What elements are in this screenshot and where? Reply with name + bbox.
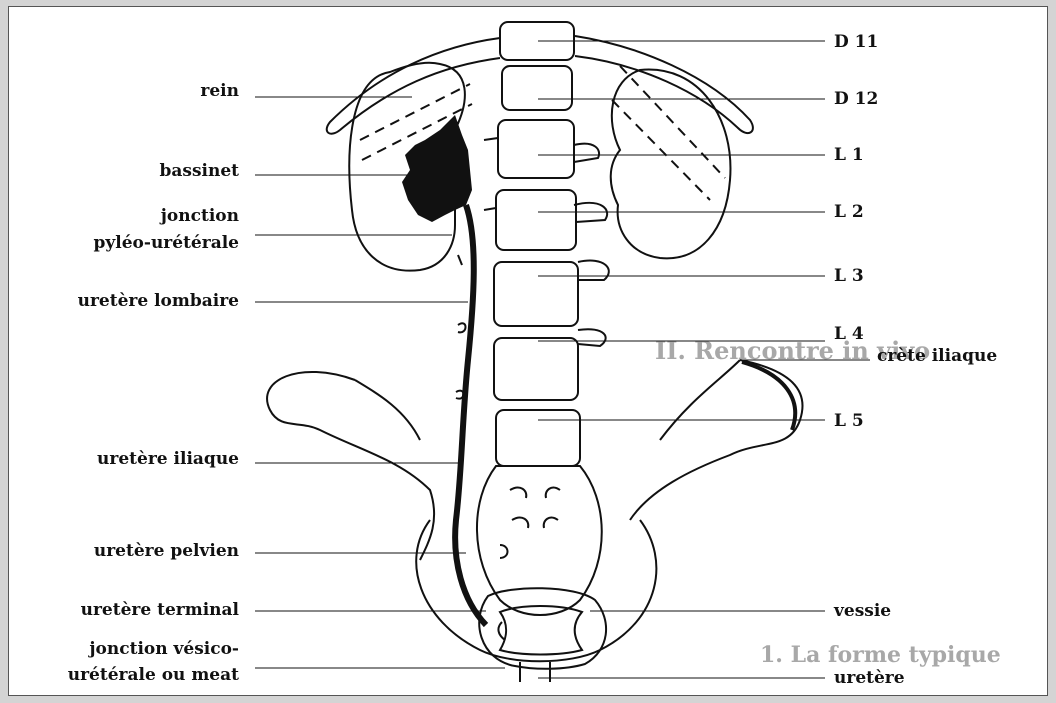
label-jonction-vesico: jonction vésico- <box>89 638 239 660</box>
label-uretere-lombaire: uretère lombaire <box>78 290 239 312</box>
right-kidney <box>611 70 731 259</box>
vertebra-l3 <box>494 262 578 326</box>
label-uretere-terminal: uretère terminal <box>81 599 239 621</box>
vertebra-l2 <box>496 190 576 250</box>
renal-pelvis <box>402 115 472 222</box>
label-uretere: uretère <box>834 667 905 689</box>
label-bassinet: bassinet <box>159 160 239 182</box>
right-rib <box>575 36 753 133</box>
vertebra-l5 <box>496 410 580 466</box>
vertebra-l1 <box>498 120 574 178</box>
label-ureterale-ou-meat: urétérale ou meat <box>68 664 239 686</box>
vertebra-d12 <box>502 66 572 110</box>
label-l1: L 1 <box>834 144 864 166</box>
label-vessie: vessie <box>834 600 891 622</box>
label-l5: L 5 <box>834 410 864 432</box>
label-l4: L 4 <box>834 323 864 345</box>
label-pyleo-ureterale: pyléo-urétérale <box>94 232 239 254</box>
vertebra-l4 <box>494 338 578 400</box>
label-l3: L 3 <box>834 265 864 287</box>
label-crete-iliaque: crète iliaque <box>877 345 997 367</box>
right-iliac-wing <box>630 360 803 520</box>
label-rein: rein <box>200 80 239 102</box>
label-d11: D 11 <box>834 31 878 53</box>
label-uretere-pelvien: uretère pelvien <box>94 540 239 562</box>
label-uretere-iliaque: uretère iliaque <box>97 448 239 470</box>
label-jonction: jonction <box>161 205 239 227</box>
label-l2: L 2 <box>834 201 864 223</box>
label-d12: D 12 <box>834 88 878 110</box>
left-iliac-wing <box>267 372 434 560</box>
